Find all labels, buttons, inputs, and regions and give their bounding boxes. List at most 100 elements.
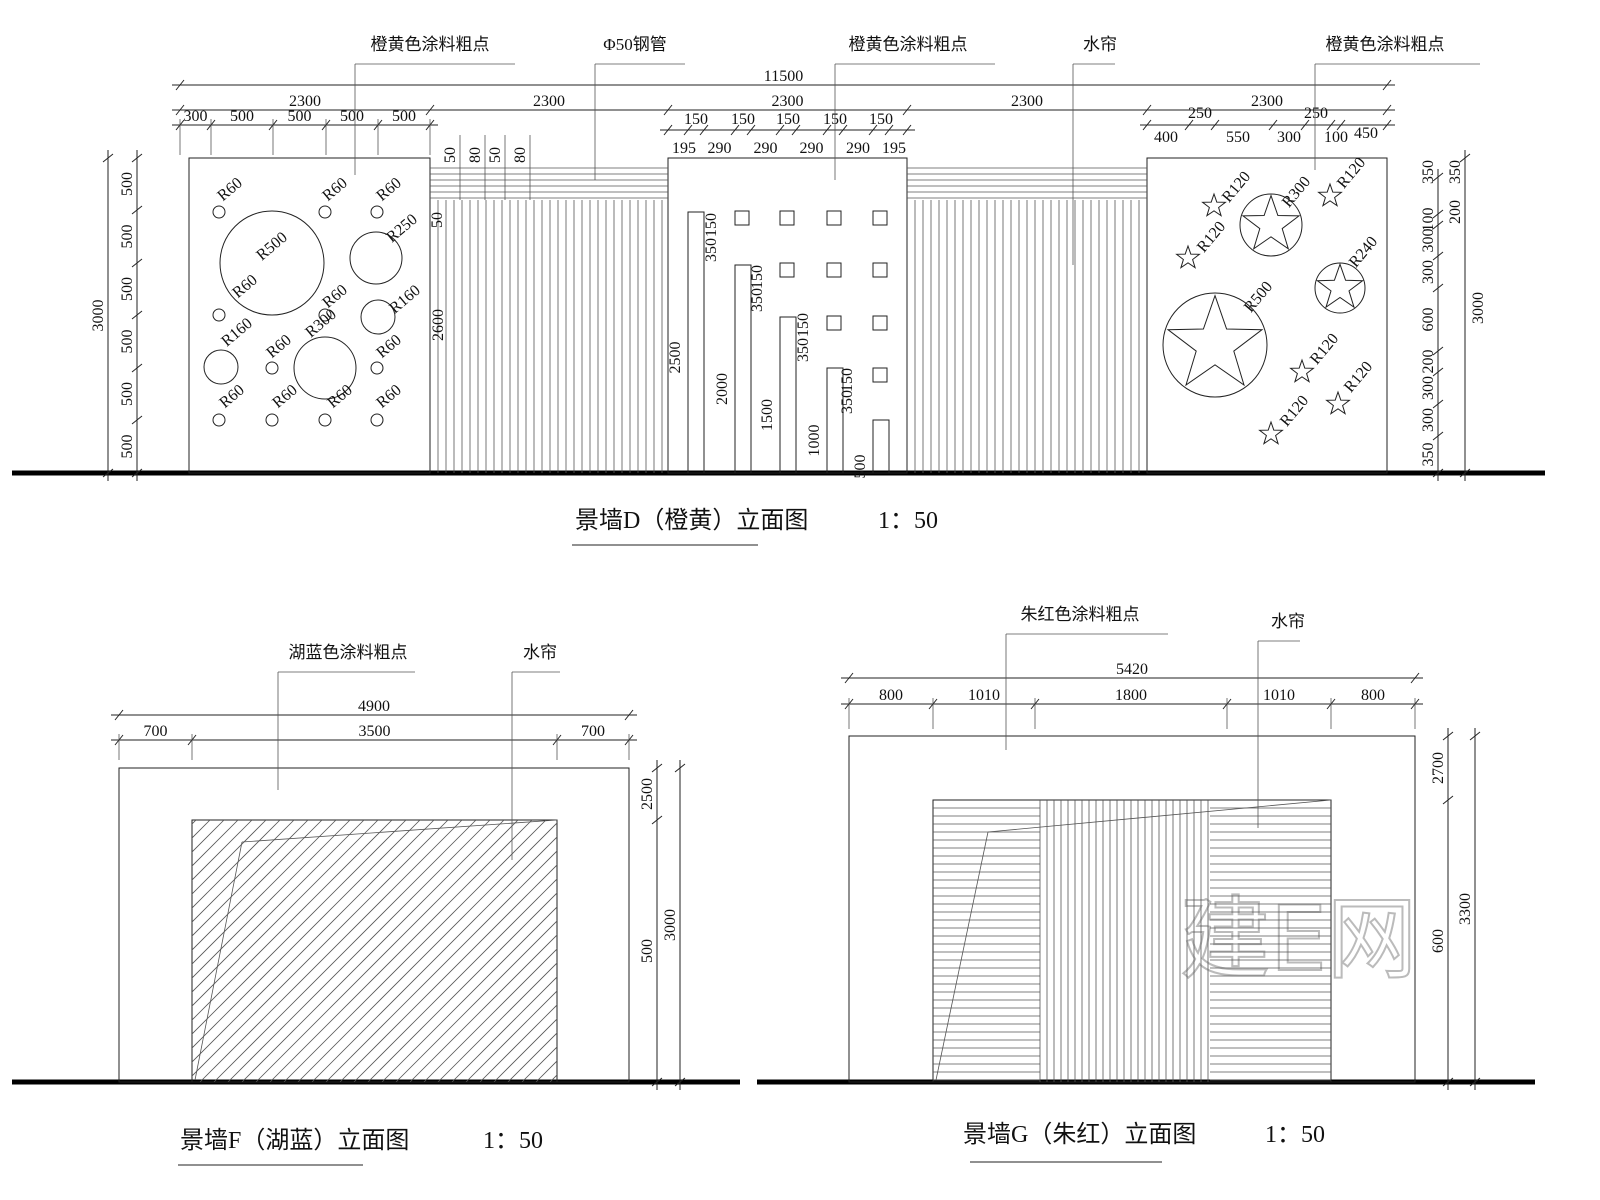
hatch-line xyxy=(381,906,557,1082)
dimension-text: 2500 xyxy=(667,342,684,374)
dimension-text: 1010 xyxy=(968,687,1000,704)
dimension-text: 400 xyxy=(1154,129,1178,146)
star-shape xyxy=(1175,244,1201,269)
star-shape xyxy=(1317,182,1343,207)
dimension-tick xyxy=(1432,399,1444,409)
curtain-edge xyxy=(194,841,243,1081)
callout-label: Φ50钢管 xyxy=(603,35,666,54)
dimension-tick xyxy=(1382,79,1392,91)
dimension-tick xyxy=(683,124,693,136)
dimension-text: 11500 xyxy=(764,68,803,85)
radius-label: R120 xyxy=(1277,392,1312,429)
dimension-text: 200 xyxy=(1447,200,1464,224)
hatch-line xyxy=(423,948,557,1082)
hatch-pattern xyxy=(192,820,557,1082)
dimension-tick xyxy=(102,468,114,478)
curtain-edge xyxy=(241,819,558,843)
dimension-text: 700 xyxy=(144,723,168,740)
decorative-circle xyxy=(212,413,226,427)
radius-label: R120 xyxy=(1194,218,1229,255)
dimension-text: 1500 xyxy=(759,399,776,431)
dimension-text: 250 xyxy=(1304,105,1328,122)
hatch-line xyxy=(192,820,379,1007)
dimension-tick xyxy=(730,124,740,136)
dimension-tick xyxy=(131,153,143,163)
decorative-circle xyxy=(212,205,226,219)
dimension-tick xyxy=(1300,119,1310,131)
curtain-edge xyxy=(987,799,1332,833)
dimension-tick xyxy=(425,104,435,116)
hatch-line xyxy=(549,1074,557,1082)
hatch-line xyxy=(507,1032,557,1082)
dimension-tick xyxy=(746,124,756,136)
dimension-tick xyxy=(1382,104,1392,116)
hatch-line xyxy=(465,990,557,1082)
hatch-line xyxy=(283,820,547,1082)
scale-g: 1：50 xyxy=(1265,1122,1325,1148)
dimension-text: 800 xyxy=(1361,687,1385,704)
dimension-text: 150 xyxy=(776,111,800,128)
dimension-text: 350 xyxy=(1420,443,1437,467)
radius-label: R60 xyxy=(373,331,404,361)
dimension-tick xyxy=(791,124,801,136)
dimension-text: 2300 xyxy=(772,93,804,110)
radius-label: R300 xyxy=(1279,173,1314,210)
dimension-text: 290 xyxy=(846,140,870,157)
title-f: 景墙F（湖蓝）立面图 xyxy=(180,1127,409,1154)
dimension-text: 800 xyxy=(879,687,903,704)
square-opening xyxy=(872,210,888,226)
dimension-tick xyxy=(624,709,634,721)
square-opening xyxy=(826,262,842,278)
dimension-tick xyxy=(1432,367,1444,377)
radius-label: R60 xyxy=(214,174,245,204)
dimension-tick xyxy=(651,1077,663,1087)
hatch-line xyxy=(199,820,463,1082)
callout-label: 水帘 xyxy=(523,643,557,662)
dimension-text: 350 xyxy=(1447,160,1464,184)
hatch-line xyxy=(367,892,557,1082)
decorative-circle xyxy=(370,361,384,375)
dimension-tick xyxy=(175,79,185,91)
star-shape xyxy=(1166,294,1264,387)
stepped-column xyxy=(687,211,705,474)
dimension-text: 80 xyxy=(467,147,484,163)
dimension-tick xyxy=(1459,153,1471,163)
radius-label: R60 xyxy=(216,381,247,411)
radius-label: R120 xyxy=(1334,154,1369,191)
hatch-line xyxy=(192,820,449,1077)
dimension-text: 500 xyxy=(119,172,136,196)
dimension-text: 450 xyxy=(1354,125,1378,142)
dimension-text: 100 xyxy=(1324,129,1348,146)
square-opening xyxy=(872,367,888,383)
decorative-circle xyxy=(212,308,226,322)
dimension-text: 290 xyxy=(708,140,732,157)
curtain-edge xyxy=(935,831,989,1081)
dimension-tick xyxy=(1432,468,1444,478)
dimension-tick xyxy=(663,104,673,116)
dimension-text: 150 xyxy=(749,265,766,289)
square-opening xyxy=(872,262,888,278)
dimension-text: 50 xyxy=(487,147,504,163)
dimension-tick xyxy=(1210,119,1220,131)
decorative-circle xyxy=(293,336,357,400)
dimension-text: 300 xyxy=(1420,376,1437,400)
square-opening xyxy=(779,210,795,226)
dimension-text: 300 xyxy=(1420,229,1437,253)
dimension-tick xyxy=(1469,731,1481,741)
callout-label: 橙黄色涂料粗点 xyxy=(849,35,968,54)
dimension-tick xyxy=(1142,119,1152,131)
dimension-text: 150 xyxy=(795,313,812,337)
radius-label: R500 xyxy=(1241,278,1276,315)
decorative-circle xyxy=(370,413,384,427)
star-circle xyxy=(1162,292,1268,398)
stepped-column xyxy=(734,264,752,474)
dimension-tick xyxy=(844,672,854,684)
hatch-line xyxy=(192,820,253,881)
dimension-text: 500 xyxy=(119,277,136,301)
dimension-tick xyxy=(131,468,143,478)
hatch-line xyxy=(269,820,533,1082)
dimension-tick xyxy=(1432,220,1444,230)
